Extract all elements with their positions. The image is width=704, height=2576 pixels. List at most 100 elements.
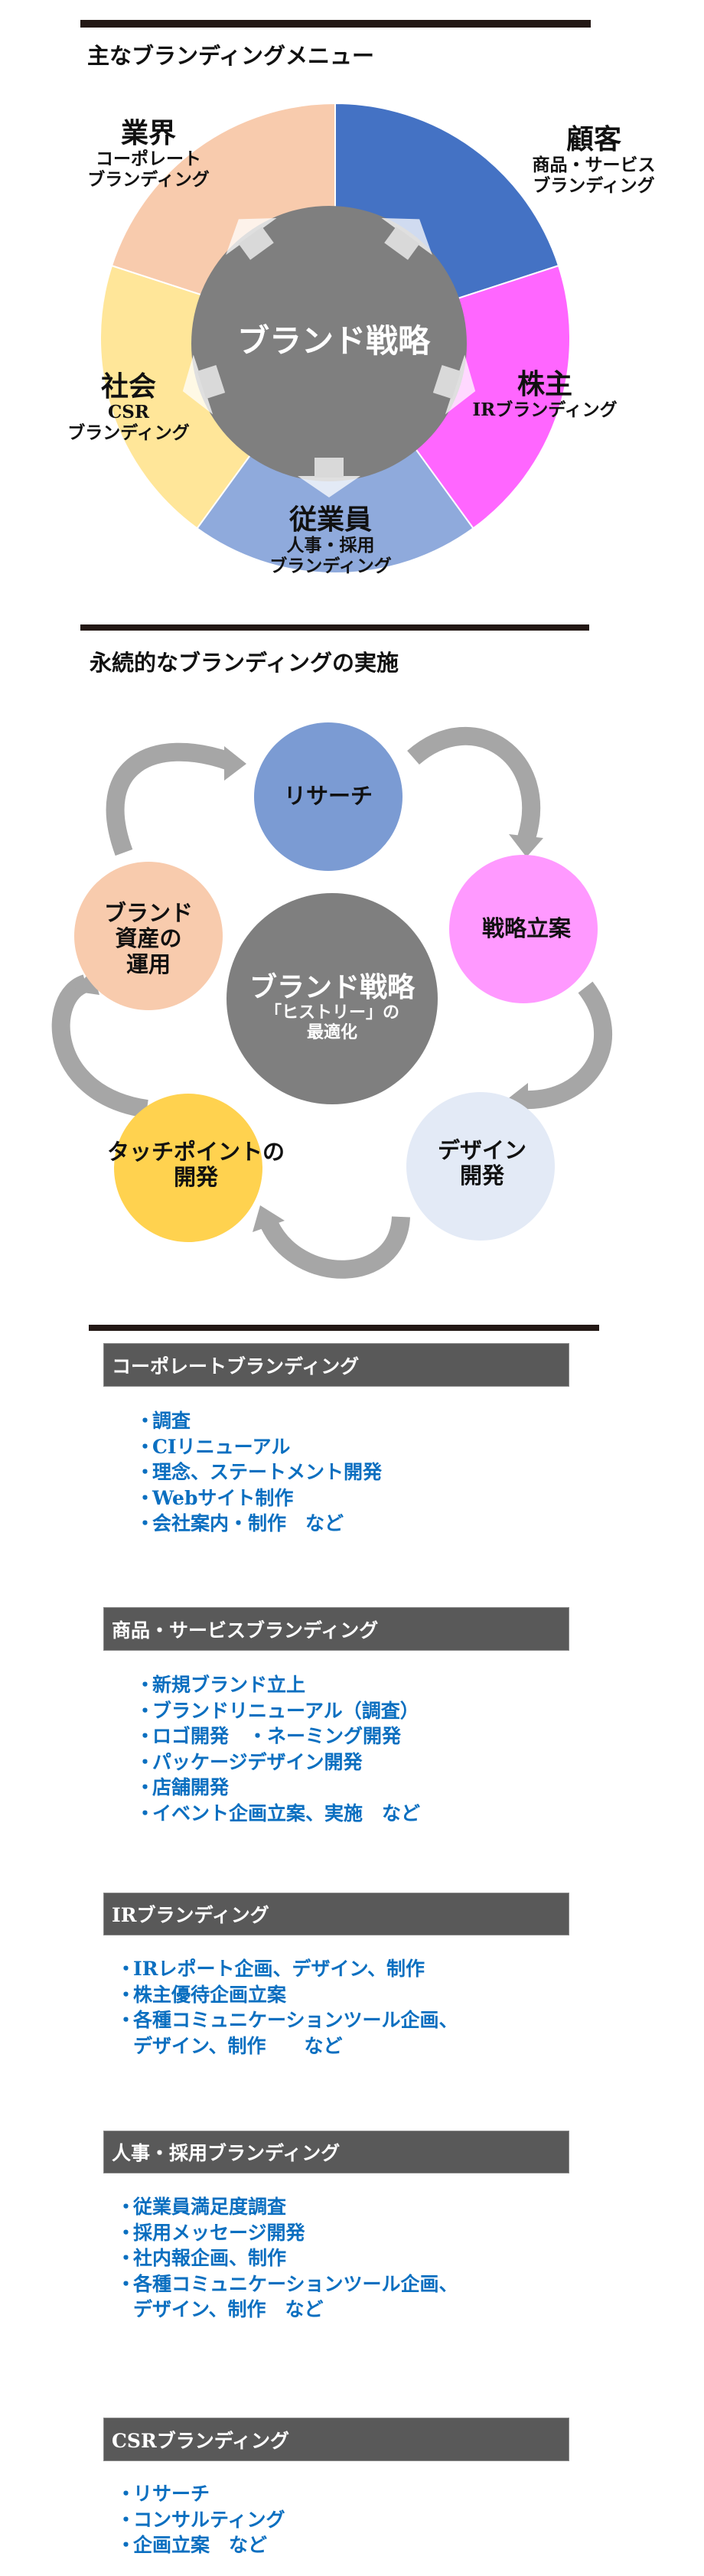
segment-label-industry: 業界コーポレートブランディング [87,117,210,190]
step-circle-design [406,1092,555,1241]
step-line: リサーチ [283,783,373,809]
list-item: ・採用メッセージ開発 [116,2220,458,2246]
list-item-text: IRレポート企画、デザイン、制作 [133,1958,425,1980]
category-header: CSRブランディング [103,2418,569,2461]
cycle-arrow-head-icon [224,746,246,781]
category-item-list: ・リサーチ・コンサルティング・企画立案 など [116,2481,285,2558]
list-item-text: コンサルティング [133,2508,285,2531]
list-item: ・社内報企画、制作 [116,2245,458,2271]
step-circle-research [254,722,403,871]
arrow-shaft-icon [238,227,274,260]
cycle-arrow-4 [261,1215,410,1279]
category-item-list: ・従業員満足度調査・採用メッセージ開発・社内報企画、制作・各種コミュニケーション… [116,2194,458,2323]
arrow-shaft-icon [384,227,420,260]
segment-title: 従業員 [288,504,373,536]
cycle-center-circle [227,893,438,1104]
list-item-text: 従業員満足度調査 [133,2196,287,2218]
list-item: ・株主優待企画立案 [116,1982,458,2008]
category-item-list: ・新規ブランド立上・ブランドリニューアル（調査）・ロゴ開発 ・ネーミング開発・パ… [135,1672,420,1826]
center-label: ブランド戦略 [236,322,431,360]
list-item-text: ロゴ開発 ・ネーミング開発 [152,1725,402,1747]
bullet-icon: ・ [135,1674,155,1696]
cycle-center-title: ブランド戦略 [249,971,416,1003]
list-item: ・会社案内・制作 など [135,1511,382,1537]
list-item: ・各種コミュニケーションツール企画、 デザイン、制作 など [116,2007,458,2059]
list-item-text: パッケージデザイン開発 [152,1750,363,1773]
list-item-text: 会社案内・制作 など [152,1512,344,1534]
segment-sub: ブランディング [269,555,392,576]
category-header: 人事・採用ブランディング [103,2131,569,2173]
list-item: ・Webサイト制作 [135,1485,382,1511]
list-item: ・理念、ステートメント開発 [135,1459,382,1485]
step-line: 戦略立案 [481,915,572,941]
step-label-touchpoint: タッチポイントの開発 [106,1139,285,1191]
segment-title: 株主 [517,368,573,400]
segment-sub: ブランディング [533,174,655,196]
list-item: ・企画立案 など [116,2532,285,2558]
list-item: ・コンサルティング [116,2507,285,2533]
step-line: 運用 [125,951,171,977]
list-item: ・調査 [135,1408,382,1434]
bullet-icon: ・ [116,2534,136,2556]
segment-title: 顧客 [565,123,621,155]
list-item-text: 店舗開発 [152,1776,230,1798]
list-item: ・IRレポート企画、デザイン、制作 [116,1956,458,1982]
arrow-head-icon [298,476,360,497]
list-item: ・パッケージデザイン開発 [135,1749,420,1775]
step-line: 資産の [115,925,182,952]
list-item-text: 各種コミュニケーションツール企画、 デザイン、制作 など [133,2009,458,2057]
cycle-arrow-2 [407,726,540,841]
list-item-text: 調査 [152,1410,191,1432]
arrow-icon [182,354,226,415]
section-title-menu: 主なブランディングメニュー [87,43,374,69]
category-item-list: ・IRレポート企画、デザイン、制作・株主優待企画立案・各種コミュニケーションツー… [116,1956,458,2059]
branding-menu-diagram [99,102,571,574]
bullet-icon: ・ [135,1486,155,1509]
list-item-text: 新規ブランド立上 [152,1674,306,1696]
step-line: タッチポイントの [106,1139,285,1165]
bullet-icon: ・ [135,1435,155,1458]
list-item: ・新規ブランド立上 [135,1672,420,1698]
list-item: ・従業員満足度調査 [116,2194,458,2220]
category-header: 商品・サービスブランディング [103,1607,569,1651]
arrow-shaft-icon [432,364,461,399]
center-label-text: ブランド戦略 [236,322,431,360]
list-item: ・店舗開発 [135,1775,420,1801]
list-item-text: 採用メッセージ開発 [133,2221,305,2244]
list-item: ・イベント企画立案、実施 など [135,1801,420,1827]
list-item-text: 理念、ステートメント開発 [152,1461,383,1483]
bullet-icon: ・ [135,1410,155,1432]
category-header: コーポレートブランディング [103,1343,569,1387]
segment-sub: ブランディング [87,168,210,190]
bullet-icon: ・ [116,2272,136,2295]
cycle-arrow-head-icon [253,1205,285,1232]
segment-sub: IRブランディング [472,399,618,421]
arrow-icon [432,354,476,415]
list-item-text: Webサイト制作 [152,1486,294,1509]
arrow-icon [298,458,360,497]
list-item-text: 各種コミュニケーションツール企画、 デザイン、制作 など [133,2272,458,2321]
segment-sub: コーポレート [95,148,201,170]
list-item-text: 社内報企画、制作 [133,2247,287,2269]
bullet-icon: ・ [135,1461,155,1483]
segment-label-customer: 顧客商品・サービスブランディング [533,123,656,196]
bullet-icon: ・ [135,1512,155,1534]
section-title-cycle: 永続的なブランディングの実施 [90,650,399,676]
list-item-text: 株主優待企画立案 [133,1983,287,2006]
step-label-design: デザイン開発 [438,1137,526,1189]
center-circle [191,206,467,481]
step-label-asset: ブランド資産の運用 [104,900,193,977]
step-circle-asset [74,862,223,1010]
bullet-icon: ・ [116,2221,136,2244]
category-item-list: ・調査・CIリニューアル・理念、ステートメント開発・Webサイト制作・会社案内・… [135,1408,382,1537]
arrow-icon [226,217,277,260]
section-divider [80,624,589,631]
bullet-icon: ・ [116,2508,136,2531]
bullet-icon: ・ [135,1725,155,1747]
list-item: ・各種コミュニケーションツール企画、 デザイン、制作 など [116,2271,458,2323]
branding-cycle-diagram [51,722,613,1279]
list-item-text: 企画立案 など [133,2534,268,2556]
cycle-arrow-head-icon [509,834,543,857]
list-item-text: イベント企画立案、実施 など [152,1802,421,1824]
